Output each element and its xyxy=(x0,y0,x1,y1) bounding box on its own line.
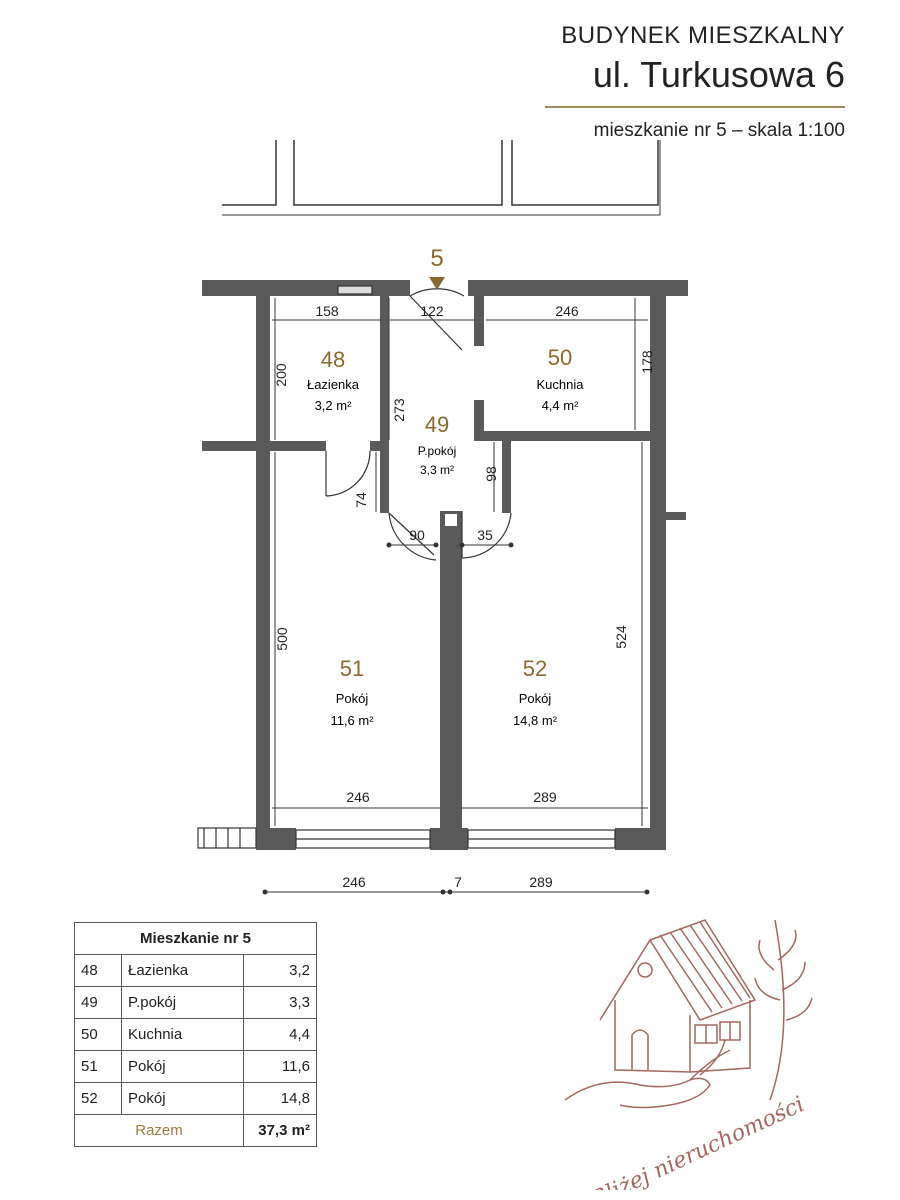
table-row: 49 P.pokój 3,3 xyxy=(74,986,317,1019)
entrance-arrow-icon xyxy=(429,277,445,290)
room-number: 52 xyxy=(74,1082,122,1115)
dim-label: 90 xyxy=(409,527,425,543)
room-name: P.pokój xyxy=(121,986,244,1019)
room-number: 48 xyxy=(74,954,122,987)
dim-label: 273 xyxy=(391,398,407,422)
building-type: BUDYNEK MIESZKALNY xyxy=(561,22,845,49)
room-name: Pokój xyxy=(121,1050,244,1083)
room-52-area: 14,8 m² xyxy=(513,713,558,728)
walls xyxy=(202,280,688,850)
room-number: 51 xyxy=(74,1050,122,1083)
room-area: 3,3 xyxy=(243,986,317,1019)
dim-label: 74 xyxy=(353,492,369,508)
dim-label: 246 xyxy=(555,303,579,319)
header: BUDYNEK MIESZKALNY ul. Turkusowa 6 miesz… xyxy=(425,18,845,142)
table-row: 48 Łazienka 3,2 xyxy=(74,954,317,987)
room-name: Łazienka xyxy=(121,954,244,987)
dim-label: 98 xyxy=(483,466,499,482)
address: ul. Turkusowa 6 xyxy=(592,54,845,95)
total-label: Razem xyxy=(74,1114,244,1147)
total-area: 37,3 m² xyxy=(243,1114,317,1147)
dimension-lines xyxy=(262,298,650,895)
dim-label: 246 xyxy=(346,789,370,805)
apartment-scale: mieszkanie nr 5 – skala 1:100 xyxy=(593,120,845,141)
dim-label: 289 xyxy=(533,789,557,805)
dim-label: 246 xyxy=(342,874,366,890)
floor-plan: 5 48 Łazienka 3,2 m² 49 P.pokój 3,3 m² 5… xyxy=(197,140,688,895)
room-49-name: P.pokój xyxy=(418,444,456,458)
dim-label: 500 xyxy=(274,627,290,651)
dim-label: 122 xyxy=(420,303,444,319)
windows xyxy=(197,285,616,849)
room-49-number: 49 xyxy=(425,412,449,437)
room-52-name: Pokój xyxy=(519,691,552,706)
room-area: 3,2 xyxy=(243,954,317,987)
room-51-name: Pokój xyxy=(336,691,369,706)
room-area: 14,8 xyxy=(243,1082,317,1115)
entrance-number: 5 xyxy=(430,245,443,272)
dimension-labels: 158 122 246 200 273 178 98 74 90 35 500 … xyxy=(273,303,655,890)
room-area: 11,6 xyxy=(243,1050,317,1083)
room-51-area: 11,6 m² xyxy=(330,713,374,728)
table-row: 52 Pokój 14,8 xyxy=(74,1082,317,1115)
room-52-number: 52 xyxy=(523,656,547,681)
room-50-area: 4,4 m² xyxy=(542,398,580,413)
dim-label: 7 xyxy=(454,874,462,890)
dim-label: 178 xyxy=(639,350,655,374)
room-51-number: 51 xyxy=(340,656,364,681)
dim-label: 35 xyxy=(477,527,493,543)
table-total-row: Razem 37,3 m² xyxy=(74,1114,317,1147)
table-header-row: Mieszkanie nr 5 xyxy=(74,922,317,955)
leaf-branch-icon xyxy=(769,919,785,1101)
room-name: Kuchnia xyxy=(121,1018,244,1051)
dim-label: 200 xyxy=(273,363,289,387)
room-50-name: Kuchnia xyxy=(537,377,585,392)
room-48-area: 3,2 m² xyxy=(315,398,353,413)
room-50-number: 50 xyxy=(548,345,572,370)
table-row: 51 Pokój 11,6 xyxy=(74,1050,317,1083)
room-48-name: Łazienka xyxy=(307,377,360,392)
room-name: Pokój xyxy=(121,1082,244,1115)
corridor-outline xyxy=(222,140,661,216)
brand-slogan: Bliżej nieruchomości xyxy=(586,1092,808,1190)
doors xyxy=(325,288,512,561)
table-title: Mieszkanie nr 5 xyxy=(74,922,317,955)
area-summary-table: Mieszkanie nr 5 48 Łazienka 3,2 49 P.pok… xyxy=(74,922,317,1147)
room-labels: 48 Łazienka 3,2 m² 49 P.pokój 3,3 m² 50 … xyxy=(307,345,584,728)
room-48-number: 48 xyxy=(321,347,345,372)
room-number: 50 xyxy=(74,1018,122,1051)
table-row: 50 Kuchnia 4,4 xyxy=(74,1018,317,1051)
hand-icon xyxy=(564,1077,711,1109)
brand-logo: Bliżej nieruchomości xyxy=(564,919,813,1190)
dim-label: 524 xyxy=(613,625,629,649)
dim-label: 289 xyxy=(529,874,553,890)
room-49-area: 3,3 m² xyxy=(420,463,454,477)
room-number: 49 xyxy=(74,986,122,1019)
header-rule xyxy=(545,106,845,108)
dim-label: 158 xyxy=(315,303,339,319)
room-area: 4,4 xyxy=(243,1018,317,1051)
